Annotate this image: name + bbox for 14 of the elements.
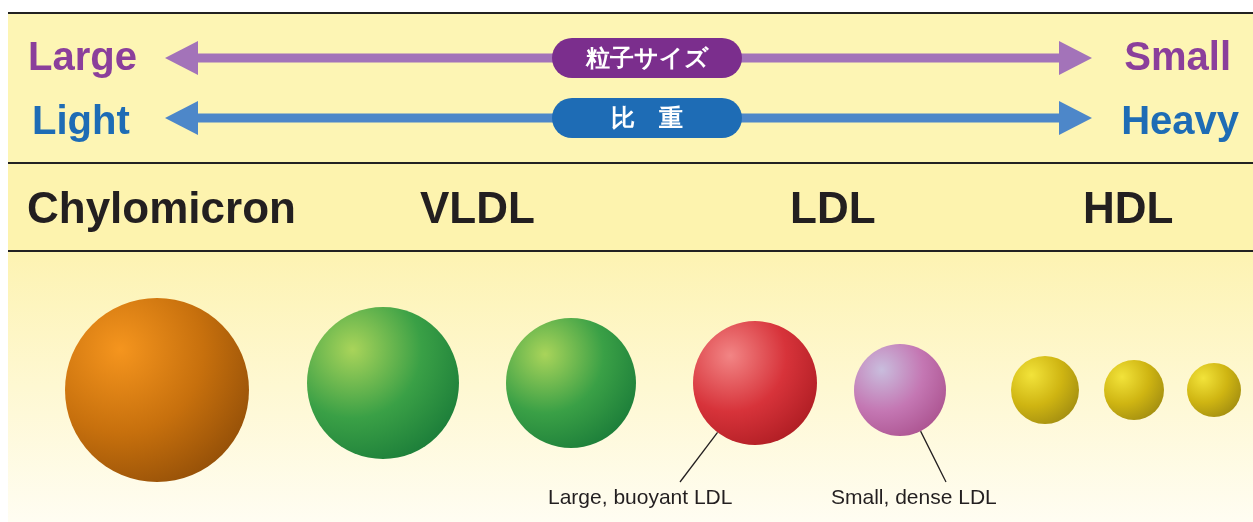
scale-end-label: Light (32, 100, 130, 140)
lipoprotein-class-label: Chylomicron (27, 186, 296, 230)
scale-label: 比 重 (552, 98, 742, 138)
lipoprotein-class-label: VLDL (420, 186, 535, 230)
particle-caption: Large, buoyant LDL (548, 486, 733, 507)
particle-caption: Small, dense LDL (831, 486, 997, 507)
scale-label: 粒子サイズ (552, 38, 742, 78)
scale-end-label: Large (28, 36, 137, 76)
lipoprotein-class-label: LDL (790, 186, 876, 230)
lipoprotein-class-label: HDL (1083, 186, 1174, 230)
leader-line (679, 431, 719, 483)
scale-end-label: Small (1124, 36, 1231, 76)
leader-line (919, 430, 947, 483)
scale-end-label: Heavy (1121, 100, 1239, 140)
